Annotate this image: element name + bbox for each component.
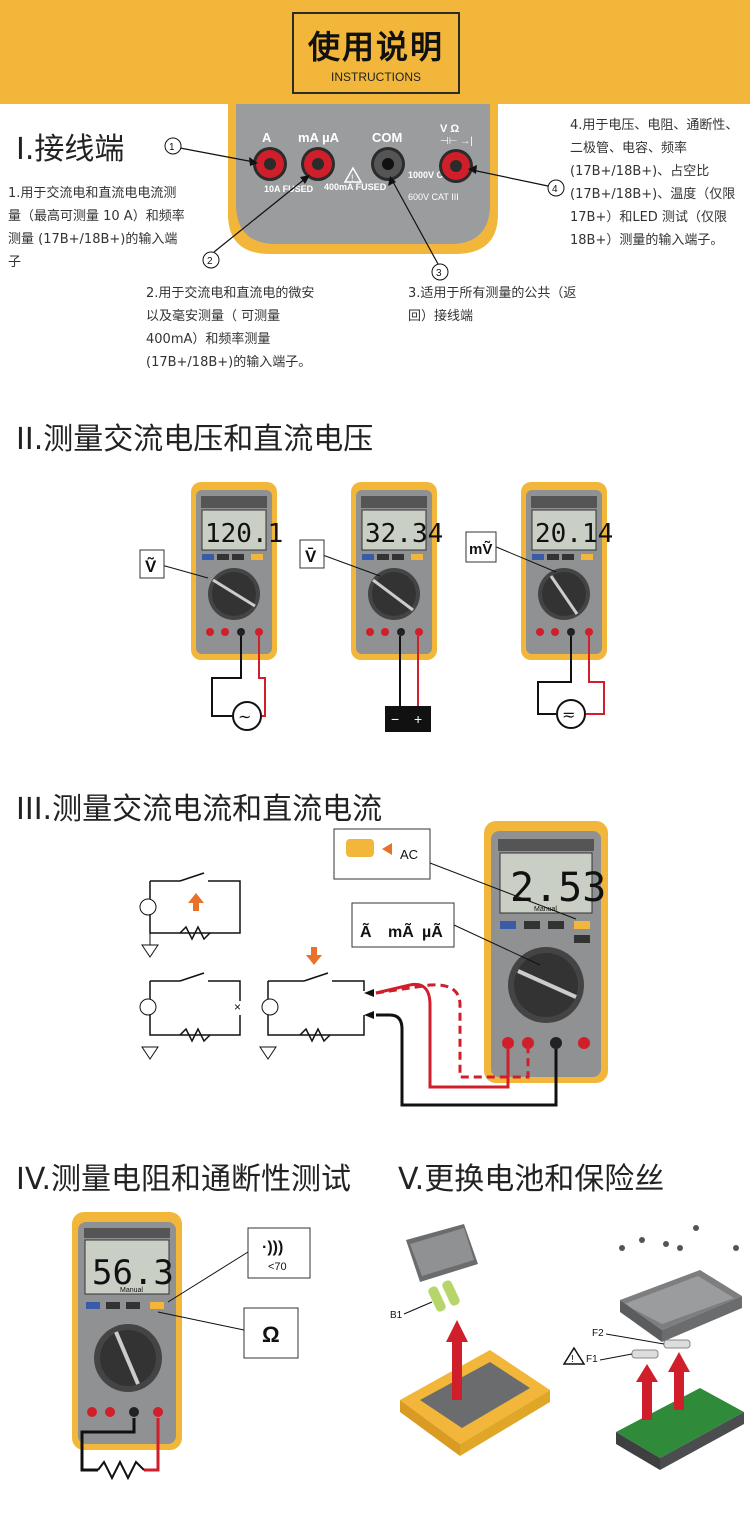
meter1-reading: 120.1 xyxy=(205,519,283,549)
mode-icon-acv xyxy=(139,549,165,579)
rating-cat3: 600V CAT III xyxy=(408,192,459,202)
title-box: 使用说明 INSTRUCTIONS xyxy=(292,12,460,94)
meter3-reading: 20.14 xyxy=(535,519,613,549)
meter-current-reading: 2.53 xyxy=(510,865,606,911)
circuit-closed xyxy=(139,872,241,958)
mode-mv: mṼ xyxy=(469,540,492,558)
mode-a: Ã xyxy=(360,921,372,941)
mode-icon-mv xyxy=(465,531,497,563)
meter-current: 2.53 Manual xyxy=(484,821,608,1083)
svg-text:×: × xyxy=(234,1000,241,1014)
ohm-callout xyxy=(243,1307,299,1359)
ohm-label: Ω xyxy=(262,1322,280,1347)
mode-acv: Ṽ xyxy=(145,556,157,576)
current-diagram: 2.53 Manual AC Ã mÃ µÃ xyxy=(139,821,608,1107)
battery-fuse-diagram: B1 F1 F2 ! xyxy=(390,1224,744,1470)
jack-ma xyxy=(301,147,335,181)
label-f1: F1 xyxy=(586,1354,598,1365)
meter-mv: 20.14 xyxy=(520,481,613,661)
svg-text:1: 1 xyxy=(169,142,175,153)
svg-text:+: + xyxy=(414,711,422,727)
svg-text:4: 4 xyxy=(552,184,558,195)
svg-text:!: ! xyxy=(351,173,354,183)
current-mode-callout xyxy=(351,902,455,948)
label-v: V Ω xyxy=(440,123,459,135)
circuit-meter xyxy=(259,947,374,1060)
ac-label: AC xyxy=(400,847,418,862)
section1-heading: I.接线端 xyxy=(16,132,125,167)
meter-resistance-reading: 56.3 xyxy=(92,1253,174,1293)
svg-text:!: ! xyxy=(571,1354,574,1365)
note-terminal-1: 1.用于交流电和直流电电流测量（最高可测量 10 A）和频率测量 (17B+/1… xyxy=(8,186,185,270)
svg-text:Manual: Manual xyxy=(534,906,557,913)
fused-400ma: 400mA FUSED xyxy=(324,182,387,192)
label-ma: mA µA xyxy=(298,130,340,145)
label-com: COM xyxy=(372,130,402,145)
voltage-diagram: 120.1 Ṽ ∼ 32.34 V̄ − + 20.14 mṼ ≂ xyxy=(139,481,613,732)
jack-v xyxy=(439,149,473,183)
mode-icon-dcv xyxy=(299,539,325,569)
svg-text:3: 3 xyxy=(436,268,442,279)
meter2-reading: 32.34 xyxy=(365,519,443,549)
svg-text:⊣⊢ →|: ⊣⊢ →| xyxy=(440,136,473,147)
note-terminal-4: 4.用于电压、电阻、通断性、二极管、电容、频率(17B+/18B+)、占空比(1… xyxy=(570,118,739,248)
terminal-diagram: A mA µA COM V Ω ⊣⊢ →| 10A FUSED 400mA FU… xyxy=(164,104,565,281)
continuity-callout xyxy=(247,1227,311,1279)
meter-dc-voltage: 32.34 xyxy=(350,481,443,661)
svg-text:∼: ∼ xyxy=(238,709,251,726)
warning-icon xyxy=(562,1346,586,1365)
section4-heading: IV.测量电阻和通断性测试 xyxy=(16,1162,352,1197)
resistance-diagram: 56.3 Manual ·))) <70 Ω xyxy=(72,1212,311,1481)
page-subtitle: INSTRUCTIONS xyxy=(331,70,421,84)
header-banner xyxy=(0,0,750,104)
svg-text:2: 2 xyxy=(207,256,213,267)
label-f2: F2 xyxy=(592,1328,604,1339)
circuit-open: × xyxy=(139,972,241,1060)
jack-a xyxy=(253,147,287,181)
mode-ma: mÃ xyxy=(388,921,414,941)
label-b1: B1 xyxy=(390,1310,403,1321)
mode-dcv: V̄ xyxy=(305,547,317,566)
battery-replacement: B1 xyxy=(390,1224,550,1456)
continuity-threshold: <70 xyxy=(268,1261,287,1273)
battery-icon xyxy=(385,706,431,732)
section2-heading: II.测量交流电压和直流电压 xyxy=(16,422,374,457)
meter-ac-voltage: 120.1 xyxy=(190,481,283,661)
fuse-replacement: F1 F2 ! xyxy=(562,1225,744,1470)
rating-cat2: 1000V CAT II xyxy=(408,170,462,180)
meter-resistance: 56.3 Manual xyxy=(72,1212,182,1450)
note-terminal-2: 2.用于交流电和直流电的微安以及毫安测量（ 可测量 400mA）和频率测量(17… xyxy=(146,286,315,370)
label-a: A xyxy=(262,130,272,145)
svg-text:Manual: Manual xyxy=(120,1287,143,1294)
page-title: 使用说明 xyxy=(307,28,444,66)
note-terminal-3: 3.适用于所有测量的公共（返回）接线端 xyxy=(408,286,577,324)
section5-heading: V.更换电池和保险丝 xyxy=(398,1162,665,1197)
mode-ua: µÃ xyxy=(422,921,443,941)
jack-com xyxy=(371,147,405,181)
continuity-icon: ·))) xyxy=(262,1239,283,1256)
svg-text:≂: ≂ xyxy=(562,707,575,724)
fused-10a: 10A FUSED xyxy=(264,184,314,194)
svg-text:−: − xyxy=(391,711,399,727)
section3-heading: III.测量交流电流和直流电流 xyxy=(16,792,383,827)
